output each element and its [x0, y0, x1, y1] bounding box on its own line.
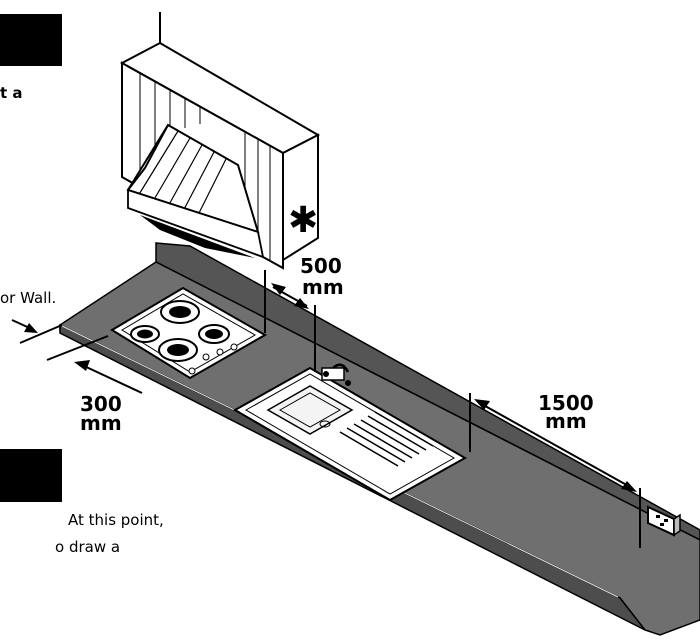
svg-text:300: 300: [80, 392, 122, 416]
cooker-hood: ✱: [119, 12, 321, 270]
dimension-label-1500: 1500 mm: [538, 391, 594, 433]
sink-bowl-inner: [278, 392, 342, 428]
sink: [232, 363, 468, 502]
dimension-label-300: 300 mm: [80, 392, 122, 435]
hood-asterisk-icon: ✱: [288, 200, 318, 241]
fragment-bottom-line2: o draw a: [55, 538, 120, 556]
black-header-box-bottom: [0, 449, 62, 502]
sink-frame-inner: [244, 373, 456, 495]
arrow-1500: [477, 401, 633, 489]
hood-canopy-underside: [140, 215, 255, 258]
guide-front-left: [19, 324, 63, 344]
arrow-heads: [24, 283, 637, 492]
svg-text:1500: 1500: [538, 391, 594, 415]
sink-bowl: [266, 385, 354, 435]
arrowhead-500-b: [294, 298, 309, 309]
hob-knob: [188, 367, 196, 375]
arrow-300: [81, 364, 143, 394]
hob-ring-front: [158, 338, 198, 362]
worktop-upstand: [155, 242, 700, 541]
guide-front-left-2: [46, 335, 109, 361]
svg-text:mm: mm: [80, 411, 122, 435]
svg-text:mm: mm: [545, 409, 587, 433]
hood-canopy-left-edge: [127, 124, 169, 191]
wall-socket-icon: [647, 505, 681, 537]
sink-drainer-grooves: [339, 411, 434, 467]
black-header-box-top: [0, 14, 62, 66]
fragment-wall-note: or Wall.: [0, 289, 56, 307]
hood-canopy-rim: [127, 188, 265, 259]
tap-icon: [321, 363, 351, 386]
hob-knob: [230, 343, 238, 351]
hob-ring-right: [198, 324, 230, 344]
fragment-bottom-line1: At this point,: [68, 511, 164, 529]
hob-knob: [202, 353, 210, 361]
sink-drain: [319, 420, 331, 428]
hob-ring-left: [130, 325, 160, 343]
svg-text:mm: mm: [302, 275, 344, 299]
hob: [110, 286, 268, 380]
hob-ring-back-left: [160, 300, 200, 324]
svg-text:500: 500: [300, 254, 342, 278]
hob-plate: [110, 286, 268, 380]
fragment-top-left: t a: [0, 84, 23, 102]
arrowhead-1500-b: [621, 481, 637, 492]
arrowhead-500-a: [271, 283, 286, 295]
hood-side: [282, 133, 319, 262]
arrowhead-1500-a: [474, 399, 490, 410]
hob-knob: [216, 348, 224, 356]
dimension-label-500: 500 mm: [300, 254, 344, 299]
arrowhead-wall: [24, 323, 38, 333]
arrowhead-300: [74, 360, 90, 371]
